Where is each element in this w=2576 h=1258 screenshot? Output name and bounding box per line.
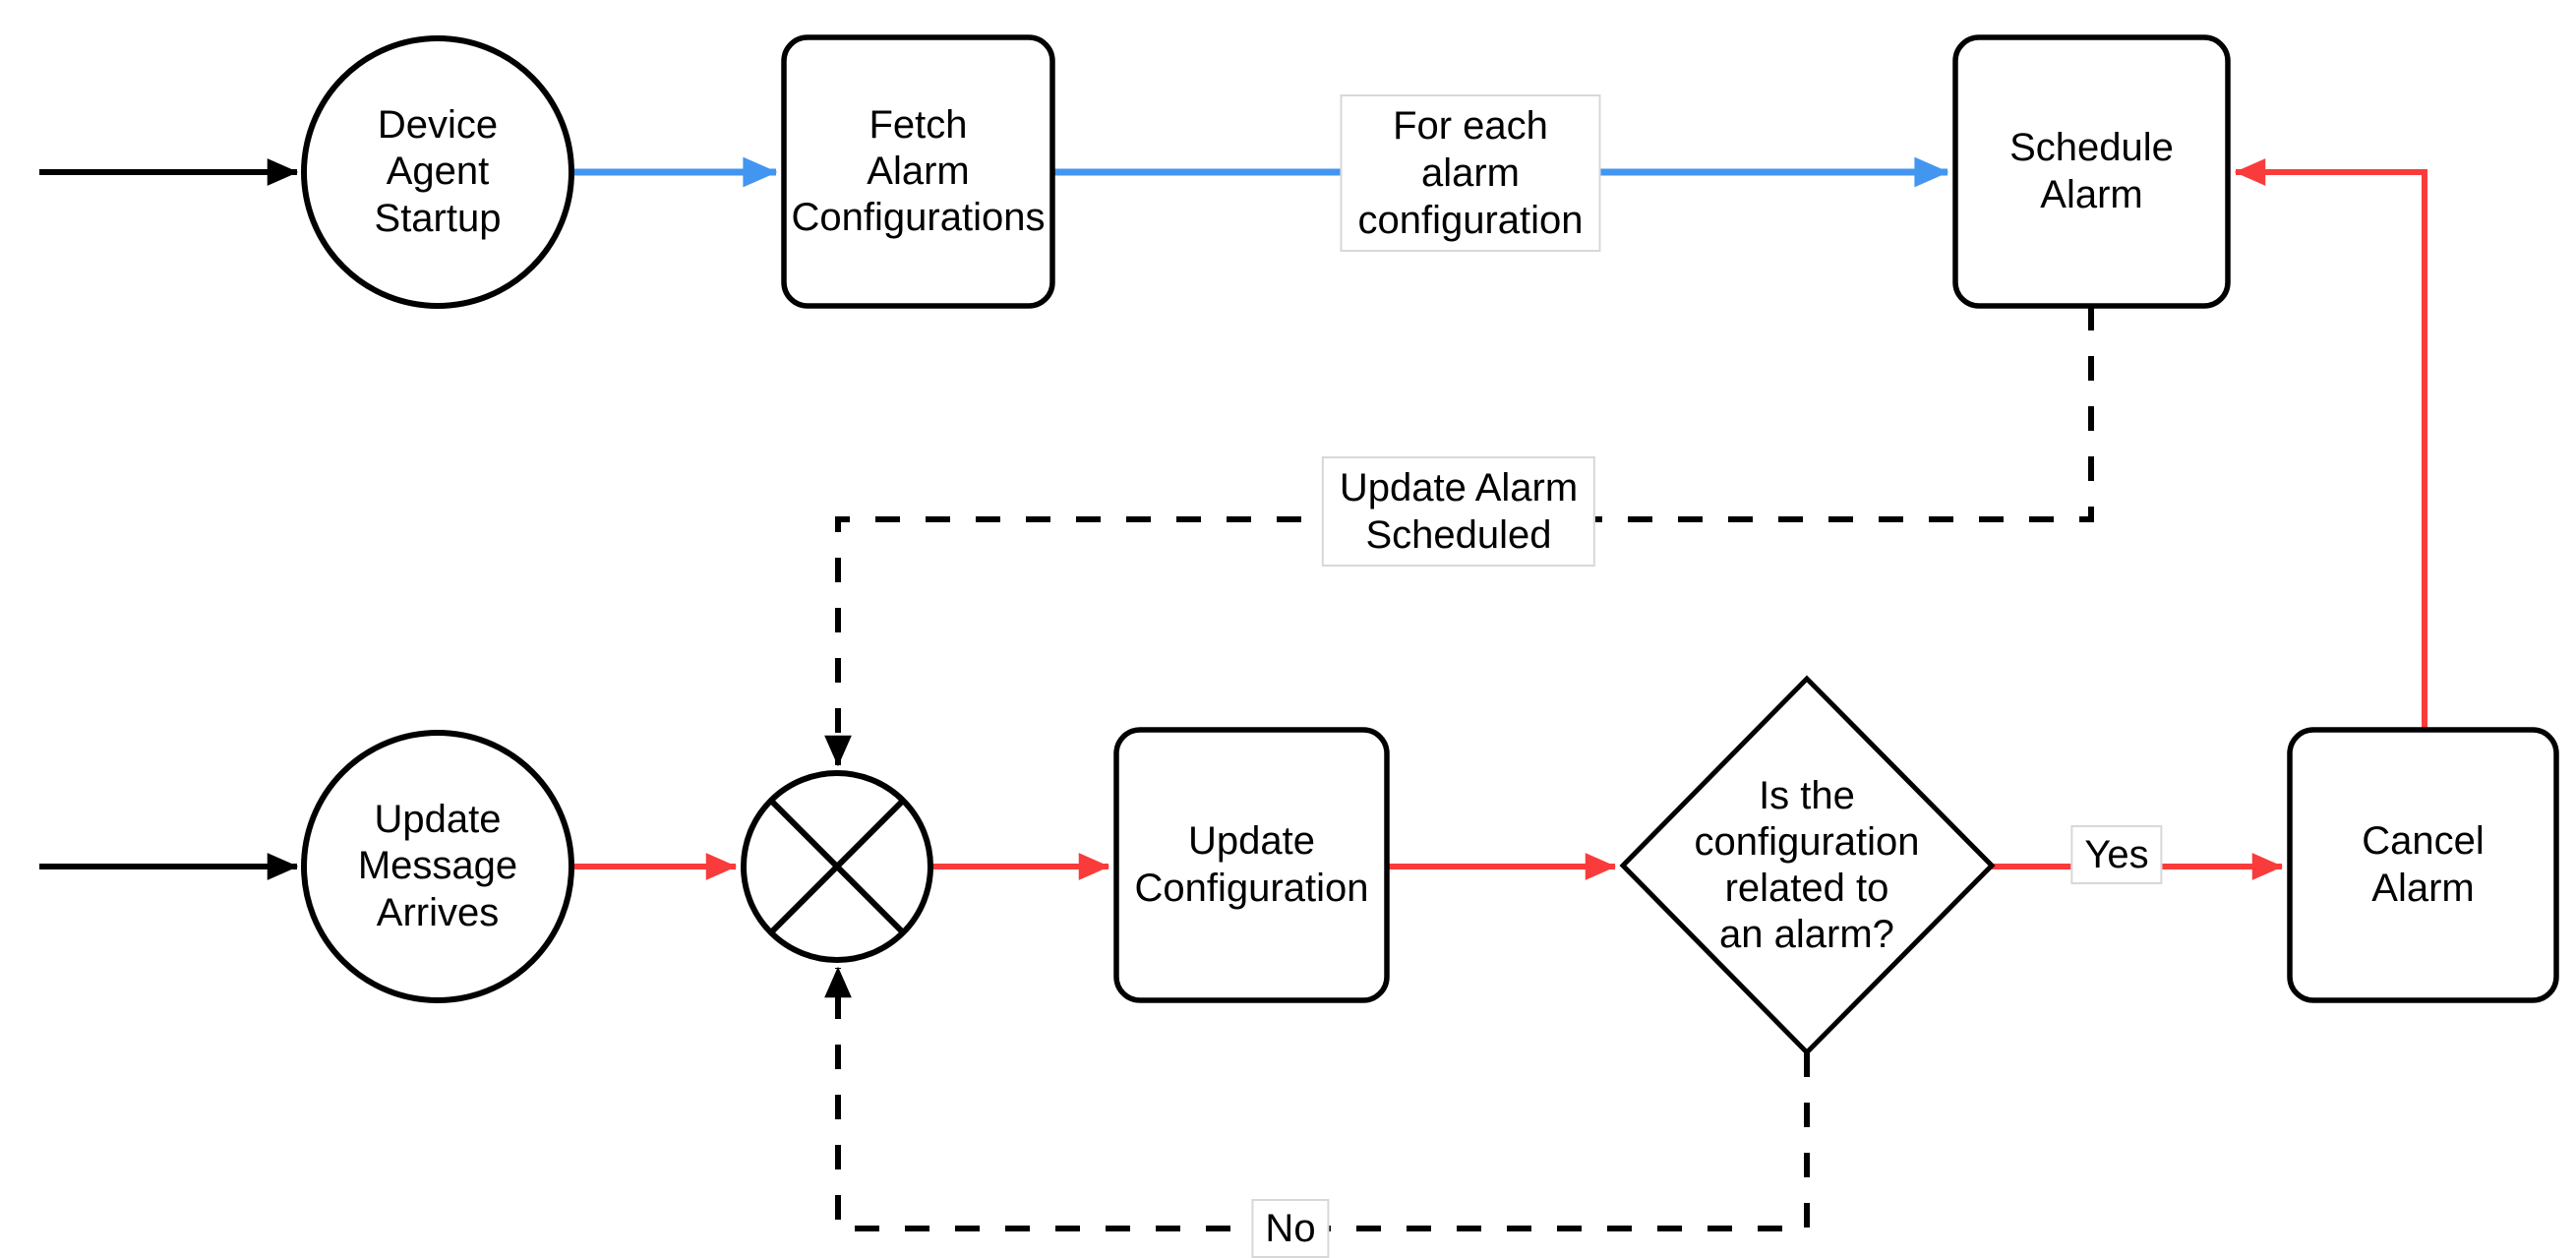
edge-label-for-each-alarm-configuration: For each alarm configuration bbox=[1340, 94, 1601, 252]
edge-cancel-alarm-to-schedule-alarm bbox=[2234, 158, 2427, 730]
node-device-agent-startup-shape bbox=[301, 35, 574, 309]
node-cancel-alarm-shape bbox=[2287, 727, 2559, 1003]
edge-label-yes: Yes bbox=[2070, 825, 2163, 884]
edge-decision-no-to-xor-dashed bbox=[824, 966, 1810, 1231]
edge-label-update-alarm-scheduled: Update Alarm Scheduled bbox=[1321, 456, 1596, 567]
node-fetch-alarm-configurations-shape bbox=[781, 34, 1055, 309]
node-alarm-decision-shape bbox=[1619, 675, 1996, 1056]
xor-cross-icon bbox=[768, 798, 906, 935]
node-xor-gateway-shape bbox=[741, 770, 933, 963]
node-update-message-arrives-shape bbox=[301, 730, 574, 1003]
node-schedule-alarm-shape bbox=[1952, 34, 2231, 309]
node-update-configuration-shape bbox=[1113, 727, 1390, 1003]
edge-schedule-alarm-to-xor-dashed bbox=[824, 306, 2094, 767]
edge-label-no: No bbox=[1251, 1199, 1330, 1258]
